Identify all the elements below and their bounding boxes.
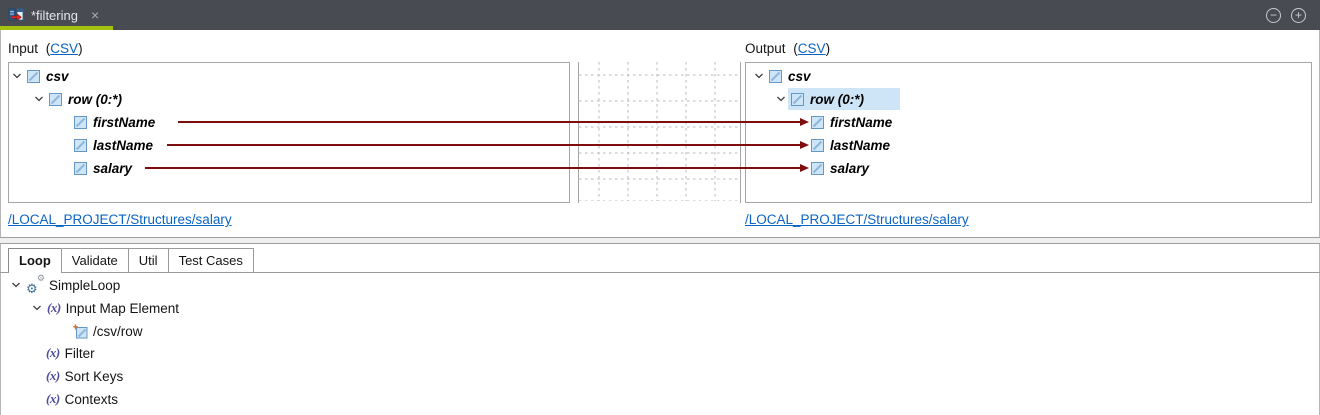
chevron-down-icon[interactable] xyxy=(34,94,44,104)
dashed-grid xyxy=(579,62,740,202)
element-icon xyxy=(74,138,87,152)
chevron-down-icon[interactable] xyxy=(776,94,786,104)
mapping-arrow-salary xyxy=(800,163,809,172)
input-format-link[interactable]: CSV xyxy=(50,41,79,56)
input-structure-link[interactable]: /LOCAL_PROJECT/Structures/salary xyxy=(8,212,232,227)
node-label: firstName xyxy=(93,114,156,130)
output-structure-link[interactable]: /LOCAL_PROJECT/Structures/salary xyxy=(745,212,969,227)
output-node-lastName[interactable]: lastName xyxy=(811,134,890,156)
node-label: SimpleLoop xyxy=(49,277,121,293)
node-label: Input Map Element xyxy=(65,300,179,316)
minimize-view-button[interactable]: − xyxy=(1266,7,1281,23)
horizontal-splitter[interactable] xyxy=(0,237,1320,244)
node-label: salary xyxy=(830,160,870,176)
view-controls: − + xyxy=(1266,7,1320,23)
maximize-view-button[interactable]: + xyxy=(1291,7,1306,23)
element-icon xyxy=(811,138,824,152)
editor-tabbar: *filtering × − + xyxy=(0,0,1320,30)
chevron-down-icon[interactable] xyxy=(32,303,42,313)
loop-gears-icon: ⚙ ⚙ xyxy=(26,273,45,297)
node-label: csv xyxy=(788,68,811,84)
tab-loop[interactable]: Loop xyxy=(8,248,62,273)
node-label: firstName xyxy=(830,114,893,130)
node-label: lastName xyxy=(830,137,891,153)
mapping-line-salary[interactable] xyxy=(145,167,800,169)
tab-util[interactable]: Util xyxy=(127,248,169,272)
chevron-down-icon[interactable] xyxy=(11,280,21,290)
mapping-arrow-firstName xyxy=(800,117,809,126)
tree-node-csv-row-path[interactable]: /csv/row xyxy=(73,320,143,342)
mapping-line-firstName[interactable] xyxy=(178,121,800,123)
chevron-down-icon[interactable] xyxy=(754,71,764,81)
input-node-csv[interactable]: csv xyxy=(12,65,69,87)
node-label: row (0:*) xyxy=(810,91,864,107)
editor-tab-filtering[interactable]: *filtering × xyxy=(0,0,113,30)
input-node-firstName[interactable]: firstName xyxy=(74,111,155,133)
node-label: lastName xyxy=(93,137,154,153)
element-icon xyxy=(49,92,62,106)
tab-validate[interactable]: Validate xyxy=(60,248,129,272)
element-icon xyxy=(769,69,782,83)
input-node-lastName[interactable]: lastName xyxy=(74,134,153,156)
output-title: Output xyxy=(745,41,786,56)
node-label: row (0:*) xyxy=(68,91,122,107)
tree-node-sort-keys[interactable]: (x) Sort Keys xyxy=(46,365,123,387)
node-label: Sort Keys xyxy=(64,368,124,384)
element-icon xyxy=(74,161,87,175)
output-node-row-selected[interactable]: row (0:*) xyxy=(776,88,864,110)
output-tree-panel xyxy=(745,62,1312,203)
tree-node-contexts[interactable]: (x) Contexts xyxy=(46,388,118,410)
output-node-csv[interactable]: csv xyxy=(754,65,811,87)
output-format-link[interactable]: CSV xyxy=(797,41,826,56)
node-label: csv xyxy=(46,68,69,84)
output-node-firstName[interactable]: firstName xyxy=(811,111,892,133)
node-label: Contexts xyxy=(64,391,118,407)
input-tree-panel xyxy=(8,62,570,203)
selected-node-highlight xyxy=(788,88,900,110)
output-node-salary[interactable]: salary xyxy=(811,157,869,179)
mapping-line-lastName[interactable] xyxy=(167,144,800,146)
tree-node-filter[interactable]: (x) Filter xyxy=(46,342,95,364)
editor-tab-title: *filtering xyxy=(31,7,78,23)
element-icon xyxy=(811,161,824,175)
input-node-row[interactable]: row (0:*) xyxy=(34,88,122,110)
output-panel-header: Output (CSV) xyxy=(745,41,831,56)
input-title: Input xyxy=(8,41,39,56)
expression-icon: (x) xyxy=(46,391,60,406)
input-panel-header: Input (CSV) xyxy=(8,41,83,56)
expression-icon: (x) xyxy=(47,300,61,315)
element-icon xyxy=(27,69,40,83)
active-tab-indicator xyxy=(0,26,113,30)
element-icon xyxy=(791,92,804,106)
input-node-salary[interactable]: salary xyxy=(74,157,132,179)
chevron-down-icon[interactable] xyxy=(12,71,22,81)
mapping-arrow-lastName xyxy=(800,140,809,149)
element-reference-icon xyxy=(73,324,88,338)
mapping-canvas xyxy=(578,62,741,203)
tab-test-cases[interactable]: Test Cases xyxy=(167,248,254,272)
tree-node-input-map-element[interactable]: (x) Input Map Element xyxy=(32,297,179,319)
element-icon xyxy=(74,115,87,129)
bottom-tabstrip: Loop Validate Util Test Cases xyxy=(0,248,1320,273)
expression-icon: (x) xyxy=(46,368,60,383)
tree-node-simpleloop[interactable]: ⚙ ⚙ SimpleLoop xyxy=(11,274,120,296)
node-label: /csv/row xyxy=(93,323,143,339)
node-label: Filter xyxy=(64,345,95,361)
close-icon[interactable]: × xyxy=(90,7,100,23)
element-icon xyxy=(811,115,824,129)
node-label: salary xyxy=(93,160,133,176)
mapping-document-icon xyxy=(8,8,24,22)
expression-icon: (x) xyxy=(46,345,60,360)
